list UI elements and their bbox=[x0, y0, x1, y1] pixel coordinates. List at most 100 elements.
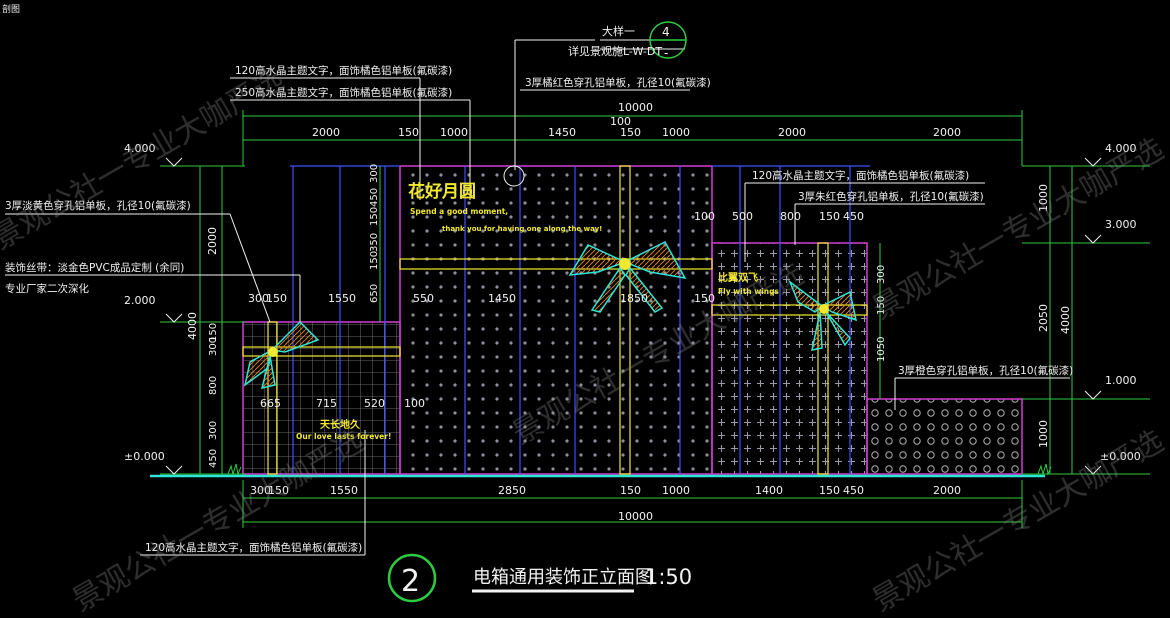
dim-center-v-1: 450 bbox=[369, 188, 380, 207]
elevation-right-1: 1.000 bbox=[1105, 374, 1137, 387]
dim-bot-2: 1550 bbox=[330, 484, 358, 497]
sign-center-title: 花好月圆 bbox=[408, 181, 476, 202]
drawing-number: 2 bbox=[401, 564, 420, 599]
watermark-1: 景观公社一专业大咖严选 bbox=[0, 62, 290, 257]
dim-left-upper: 2000 bbox=[206, 227, 219, 255]
dim-in-low-1: 715 bbox=[316, 397, 337, 410]
dim-right-inner-1: 150 bbox=[876, 296, 887, 315]
drawing-scale: 1:50 bbox=[645, 565, 692, 589]
dim-center-v-0: 300 bbox=[369, 164, 380, 183]
dim-in-center-2: 1850 bbox=[620, 292, 648, 305]
elevation-left-4: 4.000 bbox=[124, 142, 156, 155]
dim-right-inner-2: 1050 bbox=[876, 337, 887, 362]
bow-center bbox=[568, 241, 687, 313]
dim-top-2: 1000 bbox=[440, 126, 468, 139]
dim-bot-0: 300 bbox=[250, 484, 271, 497]
elevation-left-2: 2.000 bbox=[124, 294, 156, 307]
dim-in-left-0: 300 bbox=[248, 292, 269, 305]
callout-text-250-top: 250高水晶主题文字，面饰橘色铝单板(氟碳漆) bbox=[235, 86, 452, 99]
dim-center-v-5: 650 bbox=[369, 284, 380, 303]
dim-in-low-0: 665 bbox=[260, 397, 281, 410]
elevation-right-4: 4.000 bbox=[1105, 142, 1137, 155]
dim-left-chain-3: 300 bbox=[208, 421, 219, 440]
dim-in-center-1: 1450 bbox=[488, 292, 516, 305]
dim-center-v-4: 150 bbox=[369, 251, 380, 270]
dim-bot-5: 1000 bbox=[662, 484, 690, 497]
sign-left-line: Our love lasts forever! bbox=[296, 432, 391, 441]
structure-lines bbox=[290, 165, 870, 474]
callout-red-panel: 3厚橘红色穿孔铝单板，孔径10(氟碳漆) bbox=[525, 76, 711, 89]
sign-right-title: 比翼双飞 bbox=[718, 271, 758, 284]
callout-orange-panel: 3厚橙色穿孔铝单板，孔径10(氟碳漆) bbox=[898, 364, 1073, 377]
bow-right bbox=[788, 279, 858, 351]
dim-top-1: 150 bbox=[398, 126, 419, 139]
dim-top-0: 2000 bbox=[312, 126, 340, 139]
sign-left-title: 天长地久 bbox=[320, 418, 361, 431]
dim-top-7: 2000 bbox=[778, 126, 806, 139]
dim-in-low-3: 100 bbox=[404, 397, 425, 410]
callout-yellow-panel: 3厚淡黄色穿孔铝单板，孔径10(氟碳漆) bbox=[5, 199, 191, 212]
grass-marks bbox=[227, 463, 1052, 476]
dim-bot-9: 2000 bbox=[933, 484, 961, 497]
dimension-lines bbox=[160, 110, 1150, 528]
detail-marker bbox=[503, 165, 525, 187]
dim-top-4: 100 bbox=[610, 115, 631, 128]
callout-text-120-right: 120高水晶主题文字，面饰橘色铝单板(氟碳漆) bbox=[752, 169, 969, 182]
callout-text-120-top: 120高水晶主题文字，面饰橘色铝单板(氟碳漆) bbox=[235, 64, 452, 77]
elevation-right-0: ±0.000 bbox=[1100, 450, 1141, 463]
dim-right-upper: 1000 bbox=[1037, 184, 1050, 212]
dim-left-chain-4: 450 bbox=[208, 449, 219, 468]
dim-top-total: 10000 bbox=[618, 101, 653, 114]
dim-center-v-3: 350 bbox=[369, 233, 380, 252]
callout-ribbon-1: 装饰丝带：淡金色PVC成品定制 (余同) bbox=[5, 261, 184, 274]
dim-bot-7: 150 bbox=[819, 484, 840, 497]
dim-right-block-2: 800 bbox=[780, 210, 801, 223]
dim-top-8: 2000 bbox=[933, 126, 961, 139]
dim-top-6: 1000 bbox=[662, 126, 690, 139]
dim-in-low-2: 520 bbox=[364, 397, 385, 410]
detail-label: 大样一 bbox=[602, 24, 635, 38]
drawing-number-circle bbox=[387, 553, 437, 603]
sign-center-line2: thank you for having one along the way! bbox=[442, 225, 602, 233]
dim-in-center-3: 150 bbox=[694, 292, 715, 305]
dim-right-bottom: 1000 bbox=[1037, 420, 1050, 448]
dim-right-block-3: 150 bbox=[819, 210, 840, 223]
leader-lines bbox=[5, 39, 1070, 556]
dim-bot-4: 150 bbox=[620, 484, 641, 497]
dim-right-block-1: 500 bbox=[732, 210, 753, 223]
dim-bot-total: 10000 bbox=[618, 510, 653, 523]
bow-left bbox=[243, 320, 320, 390]
center-gift-box bbox=[399, 165, 713, 475]
low-gift-box bbox=[866, 398, 1023, 475]
drawing-title: 电箱通用装饰正立面图 bbox=[473, 567, 653, 588]
dim-bot-8: 450 bbox=[843, 484, 864, 497]
dim-right-block-0: 100 bbox=[694, 210, 715, 223]
sign-center-line1: Spend a good moment, bbox=[410, 207, 508, 216]
dim-right-outer: 4000 bbox=[1059, 306, 1072, 334]
dim-center-v-2: 150 bbox=[369, 207, 380, 226]
dim-right-block-4: 450 bbox=[843, 210, 864, 223]
dim-right-mid: 2050 bbox=[1037, 304, 1050, 332]
dim-in-left-1: 150 bbox=[266, 292, 287, 305]
dim-bot-1: 150 bbox=[268, 484, 289, 497]
dim-left-chain-2: 800 bbox=[208, 376, 219, 395]
level-marks bbox=[165, 157, 1102, 475]
ribbon-bands bbox=[242, 165, 868, 475]
dim-bot-3: 2850 bbox=[498, 484, 526, 497]
sign-right-line: Fly with wings bbox=[718, 287, 779, 296]
dim-in-left-2: 1550 bbox=[328, 292, 356, 305]
dim-left-chain-1: 300 bbox=[208, 337, 219, 356]
dim-left-chain-0: 150 bbox=[208, 323, 219, 342]
callout-ribbon-2: 专业厂家二次深化 bbox=[5, 282, 89, 295]
window-label: 剖图 bbox=[2, 3, 20, 15]
dim-in-center-0: 550 bbox=[413, 292, 434, 305]
callout-vermilion-panel: 3厚朱红色穿孔铝单板，孔径10(氟碳漆) bbox=[798, 190, 984, 203]
dim-bot-6: 1400 bbox=[755, 484, 783, 497]
dim-right-inner-0: 300 bbox=[876, 265, 887, 284]
callout-text-120-bottom: 120高水晶主题文字，面饰橘色铝单板(氟碳漆) bbox=[145, 541, 362, 554]
elevation-left-0: ±0.000 bbox=[124, 450, 165, 463]
dim-top-3: 1450 bbox=[548, 126, 576, 139]
dim-left-outer: 4000 bbox=[186, 312, 199, 340]
detail-sheet: - bbox=[664, 46, 668, 60]
